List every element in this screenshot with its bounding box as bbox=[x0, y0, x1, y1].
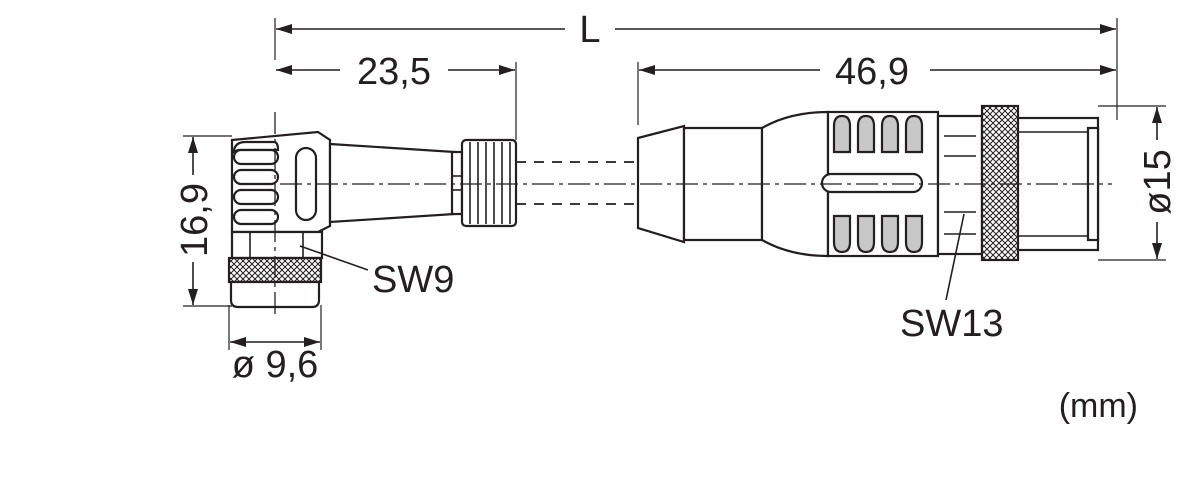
right-knurled-ring bbox=[980, 104, 1020, 262]
right-wrench-callout: SW13 bbox=[900, 213, 1003, 345]
left-height-label: 16,9 bbox=[174, 183, 216, 257]
dimension-right-length: 46,9 bbox=[637, 51, 1116, 125]
right-wrench-label: SW13 bbox=[900, 303, 1003, 345]
cable bbox=[516, 161, 638, 205]
left-grip-ribs bbox=[232, 140, 318, 226]
dimension-left-height: 16,9 bbox=[174, 135, 232, 307]
dimension-left-length: 23,5 bbox=[276, 51, 517, 140]
right-length-label: 46,9 bbox=[835, 51, 909, 93]
right-straight-connector bbox=[636, 104, 1100, 262]
left-length-label: 23,5 bbox=[357, 51, 431, 93]
left-angled-connector bbox=[227, 112, 518, 318]
left-hex-nut bbox=[230, 230, 324, 260]
dimension-total-length: L bbox=[274, 9, 1118, 120]
left-diameter-label: ø 9,6 bbox=[232, 344, 319, 386]
left-wrench-label: SW9 bbox=[372, 259, 454, 301]
left-cable-ribs bbox=[460, 138, 518, 228]
unit-label: (mm) bbox=[1059, 387, 1138, 425]
dimension-left-diameter: ø 9,6 bbox=[228, 305, 322, 386]
right-diameter-label: ø15 bbox=[1137, 149, 1179, 214]
dimension-right-diameter: ø15 bbox=[1098, 105, 1179, 261]
total-length-label: L bbox=[579, 9, 600, 51]
left-wrench-callout: SW9 bbox=[299, 245, 454, 301]
right-grip-ribs bbox=[820, 114, 924, 254]
